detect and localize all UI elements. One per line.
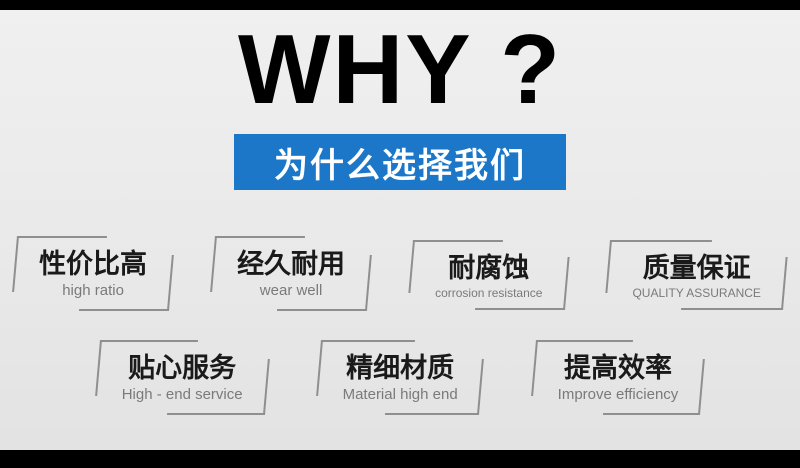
feature-card-corrosion: 耐腐蚀 corrosion resistance [413,240,564,311]
bottom-black-bar [0,450,800,468]
feature-subtitle: corrosion resistance [435,286,543,300]
feature-subtitle: QUALITY ASSURANCE [632,286,761,300]
subtitle-text: 为什么选择我们 [274,146,526,185]
feature-card-price: 性价比高 high ratio [17,236,169,310]
feature-card-quality: 质量保证 QUALITY ASSURANCE [610,240,782,311]
feature-card-durable: 经久耐用 wear well [215,236,367,310]
feature-title: 经久耐用 [237,249,346,279]
feature-title: 贴心服务 [128,353,237,383]
feature-subtitle: wear well [259,282,323,300]
feature-subtitle: Improve efficiency [557,386,679,404]
feature-title: 性价比高 [39,249,148,279]
feature-card-efficiency: 提高效率 Improve efficiency [536,340,701,414]
feature-title: 质量保证 [642,252,751,283]
subtitle-banner: 为什么选择我们 [234,134,566,190]
features-row-1: 性价比高 high ratio 经久耐用 wear well 耐腐蚀 corro… [0,236,800,310]
features-row-2: 贴心服务 High - end service 精细材质 Material hi… [0,340,800,414]
feature-title: 提高效率 [563,353,672,383]
feature-subtitle: Material high end [342,386,458,404]
top-black-bar [0,0,800,10]
feature-subtitle: High - end service [121,386,243,404]
feature-title: 耐腐蚀 [448,252,530,283]
feature-title: 精细材质 [346,353,455,383]
feature-card-material: 精细材质 Material high end [321,340,480,414]
feature-subtitle: high ratio [62,282,124,300]
feature-card-service: 贴心服务 High - end service [100,340,265,414]
page-title: WHY ? [238,14,562,124]
